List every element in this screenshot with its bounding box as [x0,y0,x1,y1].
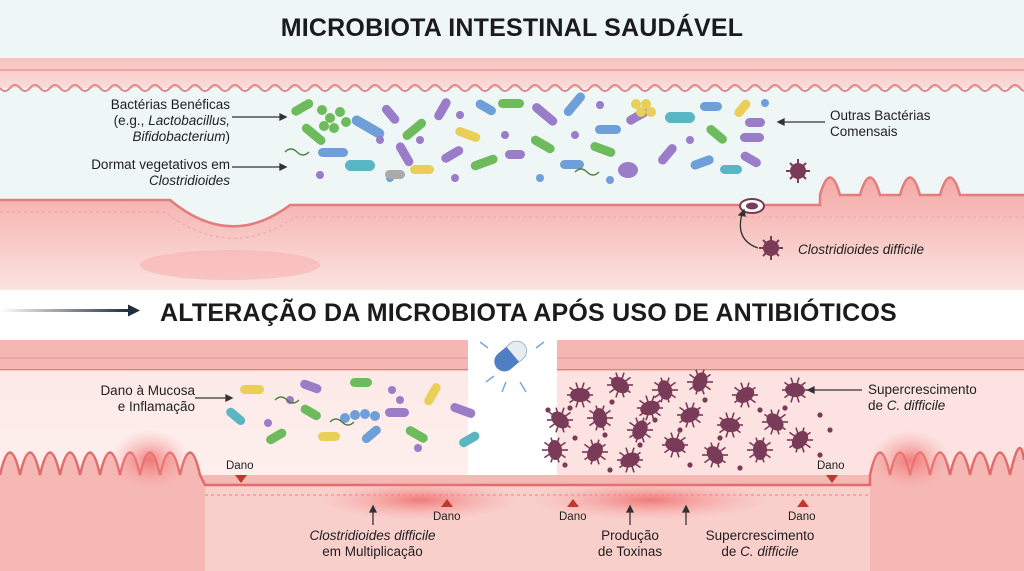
toxin-dot [687,462,693,468]
cdiff-cell [702,442,728,468]
toxin-dot [609,399,615,405]
toxin-dot [817,412,823,418]
cdiff-cell [542,437,568,463]
sparse-bacteria [226,378,480,452]
beneficial-bacteria-label: Bactérias Benéficas (e.g., Lactobacillus… [110,97,230,144]
dano-label-5: Dano [817,460,845,472]
cdiff-cell [547,407,573,433]
cdiff-overgrowth [542,369,833,473]
toxin-dot [697,383,703,389]
dormant-clostridioides-label: Dormat vegetativos em Clostridioides [91,157,230,188]
cdiff-cell [587,405,613,431]
toxin-dot [562,462,568,468]
cdiff-cell [652,377,678,403]
cdiff-cell [787,427,813,453]
dano-label-4: Dano [788,511,816,523]
cdiff-cell [677,402,703,428]
overgrowth-label-right: Supercrescimento de C. difficile [868,382,977,413]
top-pointers [232,112,825,249]
toxin-dot [827,427,833,433]
cdiff-cell [607,372,633,398]
mucosal-damage-label: Dano à Mucosa e Inflamação [100,383,195,414]
cdiff-cell [617,447,643,473]
crypt-highlight [140,250,320,280]
other-bacteria-label: Outras Bactérias Comensais [830,108,931,139]
upper-villi-edge [0,84,1024,92]
damage-markers [235,475,838,507]
capsule-icon [494,340,528,372]
cdiff-cell [637,395,663,421]
toxin-dot [567,405,573,411]
toxins-label: Produção de Toxinas [597,528,663,559]
antibiotic-title: ALTERAÇÃO DA MICROBIOTA APÓS USO DE ANTI… [160,299,897,327]
cdiff-cell [627,417,653,443]
toxin-dot [817,452,823,458]
upper-mucosa [0,58,1024,88]
cdiff-cell [567,382,593,408]
toxin-dot [637,442,643,448]
cdiff-cell [762,409,788,435]
overgrowth-label-bottom: Supercrescimento de C. difficile [705,528,815,559]
toxin-dot [782,405,788,411]
toxin-dot [757,407,763,413]
healthy-gut-illustration [0,58,1024,290]
toxin-dot [652,417,658,423]
cdiff-cell [717,412,743,438]
antibiotic-alteration-panel: ALTERAÇÃO DA MICROBIOTA APÓS USO DE ANTI… [0,290,1024,571]
toxin-dot [607,467,613,473]
dano-label-2: Dano [433,511,461,523]
toxin-dot [737,465,743,471]
toxin-dot [717,435,723,441]
lower-mucosa [0,177,1024,290]
multiplication-label: Clostridioides difficile em Multiplicaçã… [309,528,436,559]
cdiff-cell [782,377,808,403]
toxin-dot [677,427,683,433]
toxin-dot [602,432,608,438]
cdiff-label-top: Clostridioides difficile [798,242,925,257]
cdiff-cell [662,432,688,458]
cdiff-cell [732,382,758,408]
healthy-microbiota-panel: MICROBIOTA INTESTINAL SAUDÁVEL Bactérias… [0,0,1024,290]
toxin-dot [702,397,708,403]
arrow-icon [0,309,130,312]
bottom-pointers [195,385,862,525]
dano-label-1: Dano [226,460,254,472]
toxin-dot [545,407,551,413]
healthy-title: MICROBIOTA INTESTINAL SAUDÁVEL [280,14,744,42]
toxin-dot [572,435,578,441]
disturbed-gut-illustration [0,304,1024,571]
dano-label-3: Dano [559,511,587,523]
cdiff-cell [747,437,773,463]
cdiff-cell [582,439,608,465]
bacteria-cluster [284,92,769,184]
